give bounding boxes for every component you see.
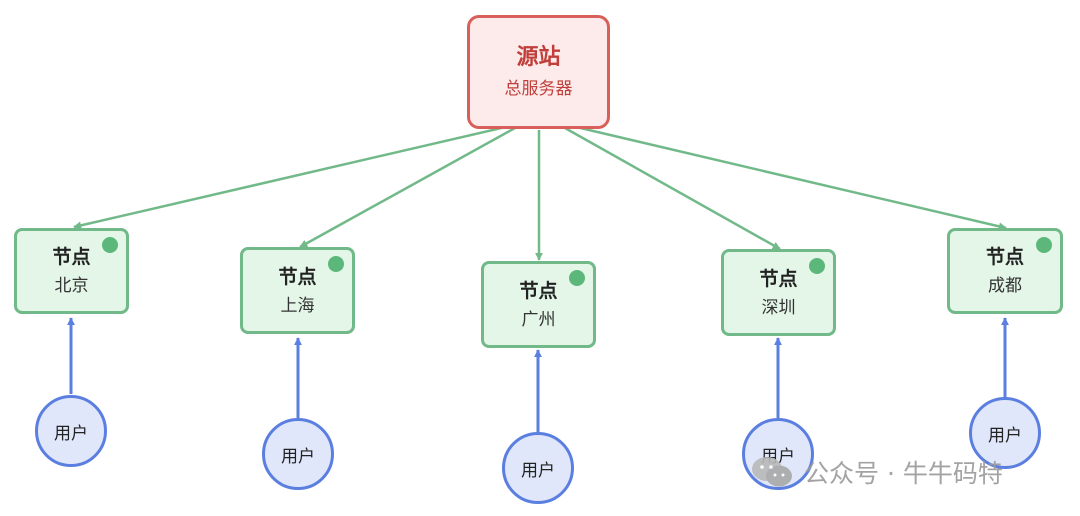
source-title: 源站 xyxy=(516,45,561,70)
source-subtitle: 总服务器 xyxy=(504,79,573,99)
node-title: 节点 xyxy=(52,246,91,268)
node-title: 节点 xyxy=(278,265,317,288)
node-title: 节点 xyxy=(985,246,1024,268)
status-dot-icon xyxy=(328,256,344,272)
status-dot-icon xyxy=(809,258,825,274)
edge-node-3: 节点 广州 xyxy=(481,261,596,348)
status-dot-icon xyxy=(1036,237,1052,253)
status-dot-icon xyxy=(102,237,118,253)
node-city: 成都 xyxy=(988,276,1022,296)
node-city: 上海 xyxy=(280,295,315,316)
edge-node-1: 节点 北京 xyxy=(14,228,129,314)
wechat-icon xyxy=(752,457,792,487)
user-node-2: 用户 xyxy=(262,418,334,490)
edge-node-5: 节点 成都 xyxy=(947,228,1063,314)
user-node-3: 用户 xyxy=(502,432,574,504)
source-server-node: 源站 总服务器 xyxy=(467,15,610,129)
node-title: 节点 xyxy=(759,267,798,290)
edge-node-2: 节点 上海 xyxy=(240,247,355,334)
user-node-5: 用户 xyxy=(969,397,1041,469)
edge-source-to-node-5 xyxy=(571,124,1007,231)
edge-node-4: 节点 深圳 xyxy=(721,249,836,336)
watermark-text: 公众号 · 牛牛码特 xyxy=(804,459,1003,488)
edge-source-to-node-1 xyxy=(73,124,511,230)
watermark: 公众号 · 牛牛码特 xyxy=(750,452,1003,492)
edge-source-to-node-2 xyxy=(299,126,516,249)
node-city: 北京 xyxy=(54,276,89,296)
node-title: 节点 xyxy=(519,279,558,302)
user-node-1: 用户 xyxy=(35,395,107,467)
node-city: 广州 xyxy=(521,309,556,330)
status-dot-icon xyxy=(569,270,585,286)
edge-source-to-node-4 xyxy=(564,126,781,251)
node-city: 深圳 xyxy=(761,297,796,318)
